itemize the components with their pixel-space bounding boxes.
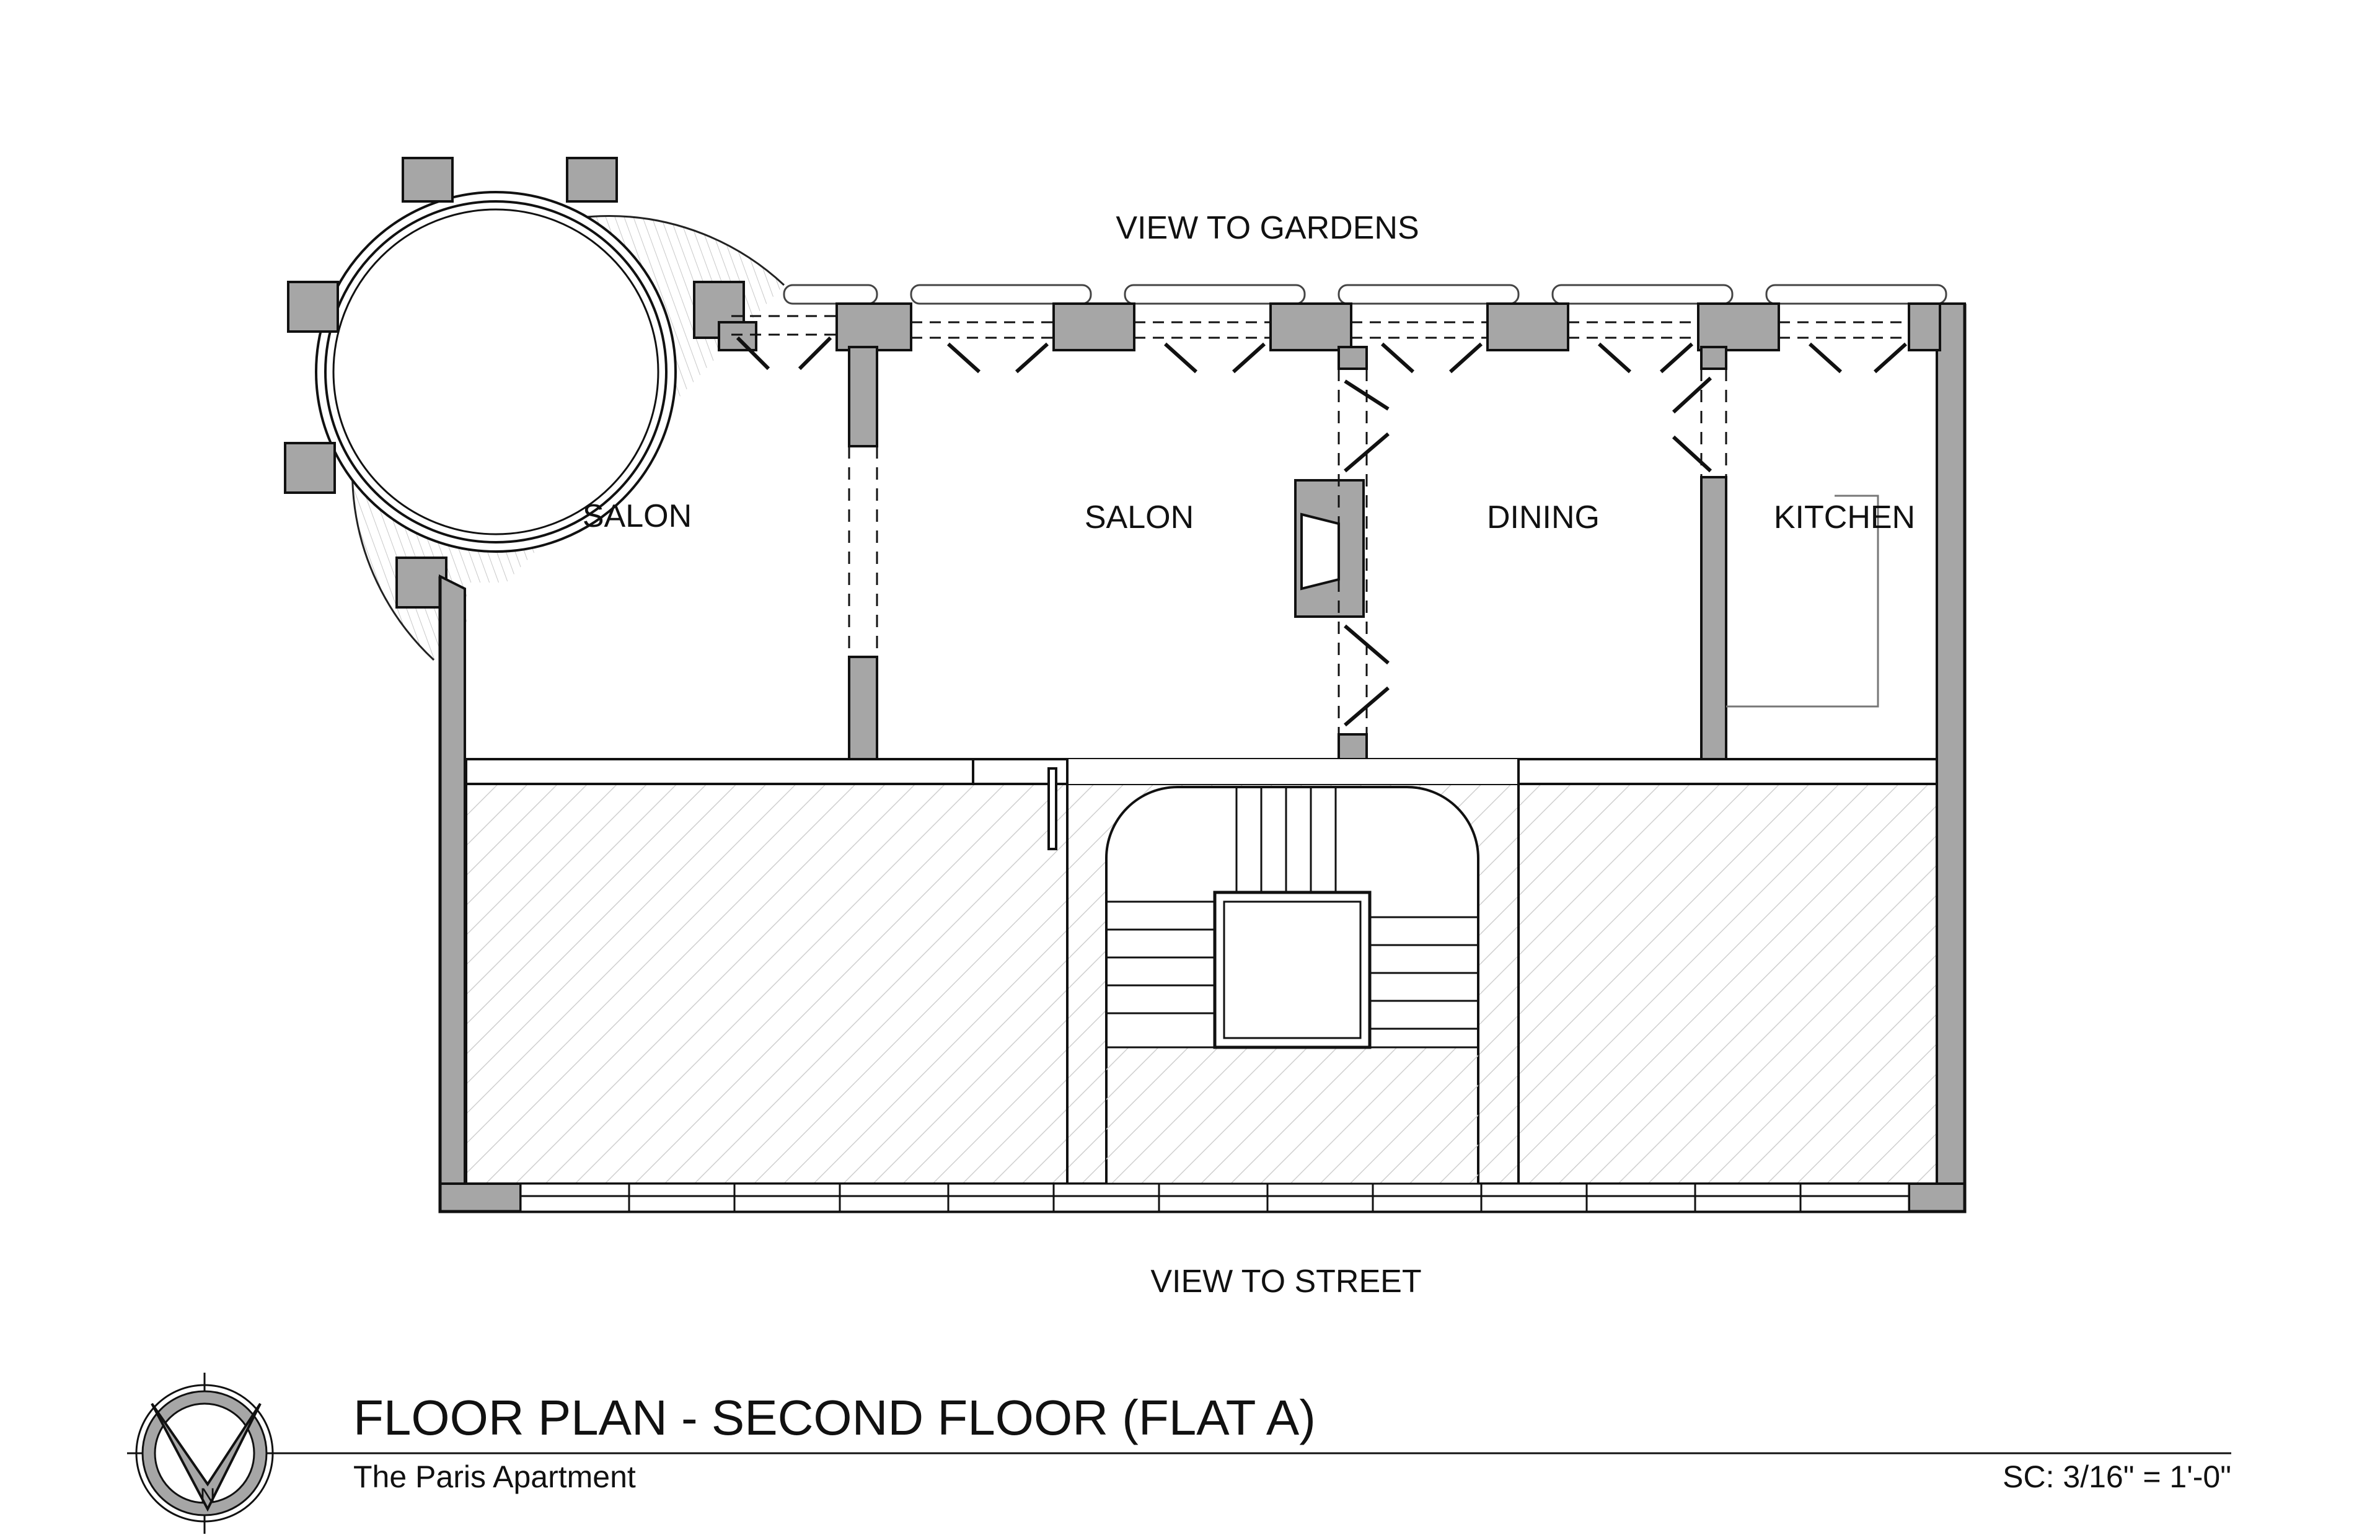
drawing-title: FLOOR PLAN - SECOND FLOOR (FLAT A) — [353, 1390, 1316, 1445]
service-zone — [465, 758, 1938, 1185]
view-to-gardens-label: VIEW TO GARDENS — [1116, 210, 1419, 246]
room-label-salon-1: SALON — [583, 498, 692, 534]
view-to-street-label: VIEW TO STREET — [1150, 1264, 1421, 1300]
kitchen-counter — [1726, 495, 1879, 708]
room-label-kitchen: KITCHEN — [1774, 499, 1915, 535]
room-label-salon-2: SALON — [1085, 499, 1194, 535]
fireplace — [1300, 513, 1340, 591]
round-tower — [284, 157, 1093, 756]
staircase — [1106, 787, 1478, 1049]
exterior-walls — [439, 302, 1966, 1213]
garden-windows — [731, 315, 1909, 339]
door-leaves — [1344, 376, 1712, 727]
window-sashes — [736, 336, 1908, 374]
north-arrow-icon: N — [127, 1373, 282, 1534]
street-windows — [519, 1182, 1910, 1213]
garden-balcony — [783, 284, 1947, 305]
project-name: The Paris Apartment — [353, 1459, 636, 1494]
svg-text:N: N — [200, 1484, 216, 1508]
room-label-dining: DINING — [1487, 499, 1600, 535]
scale-note: SC: 3/16" = 1'-0" — [2003, 1459, 2231, 1494]
open-passages — [848, 369, 1727, 734]
